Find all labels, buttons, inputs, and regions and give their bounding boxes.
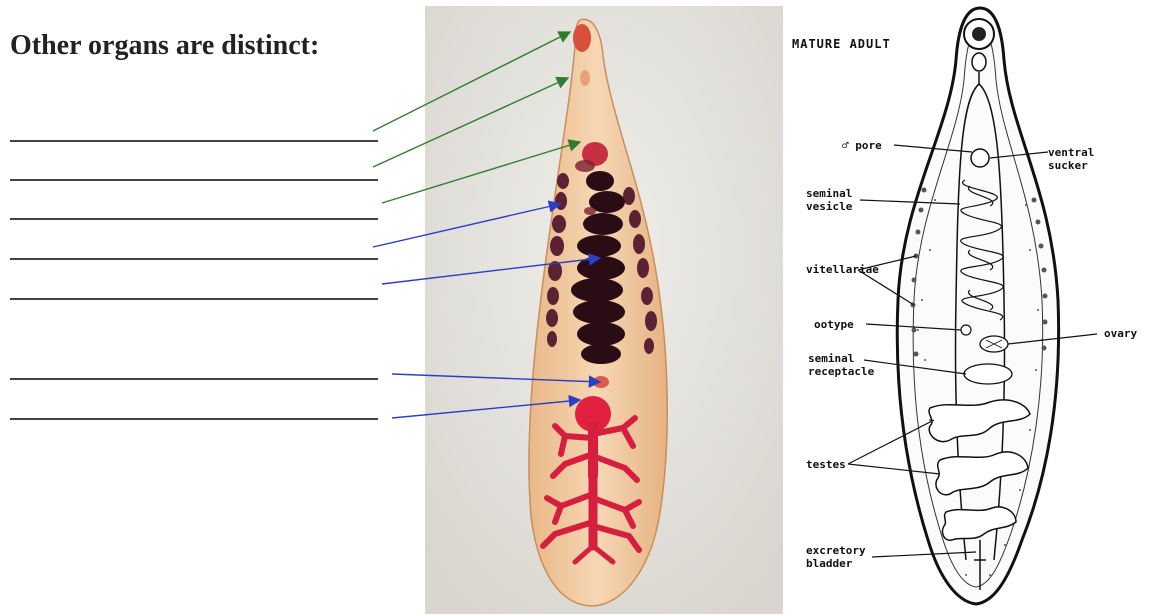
- specimen-photo-panel: [425, 6, 783, 614]
- label-ventral-sucker: ventral sucker: [1048, 146, 1094, 172]
- diagram-seminal-receptacle: [964, 364, 1012, 384]
- pharynx: [580, 70, 590, 86]
- diagram-title: MATURE ADULT: [792, 37, 891, 51]
- label-seminal-vesicle: seminal vesicle: [806, 187, 852, 213]
- answer-blank-1[interactable]: [10, 140, 378, 142]
- diagram-ootype: [961, 325, 971, 335]
- fluke-line-drawing: [790, 0, 1152, 616]
- stained-fluke-image: [425, 6, 783, 614]
- answer-blank-3[interactable]: [10, 218, 378, 220]
- label-seminal-receptacle: seminal receptacle: [808, 352, 874, 378]
- answer-blank-6[interactable]: [10, 378, 378, 380]
- diagram-ventral-sucker: [971, 149, 989, 167]
- answer-blank-5[interactable]: [10, 298, 378, 300]
- ootype-spot: [593, 376, 609, 388]
- label-excretory-bladder: excretory bladder: [806, 544, 866, 570]
- answer-blank-7[interactable]: [10, 418, 378, 420]
- label-vitellariae: vitellariae: [806, 263, 879, 276]
- answer-blank-4[interactable]: [10, 258, 378, 260]
- label-pore: ♂ pore: [842, 139, 882, 152]
- label-ovary: ovary: [1104, 327, 1137, 340]
- oral-sucker: [573, 24, 591, 52]
- label-ootype: ootype: [814, 318, 854, 331]
- slide-heading: Other organs are distinct:: [10, 30, 319, 62]
- label-testes: testes: [806, 458, 846, 471]
- answer-blank-2[interactable]: [10, 179, 378, 181]
- anatomy-diagram-panel: [790, 0, 1152, 616]
